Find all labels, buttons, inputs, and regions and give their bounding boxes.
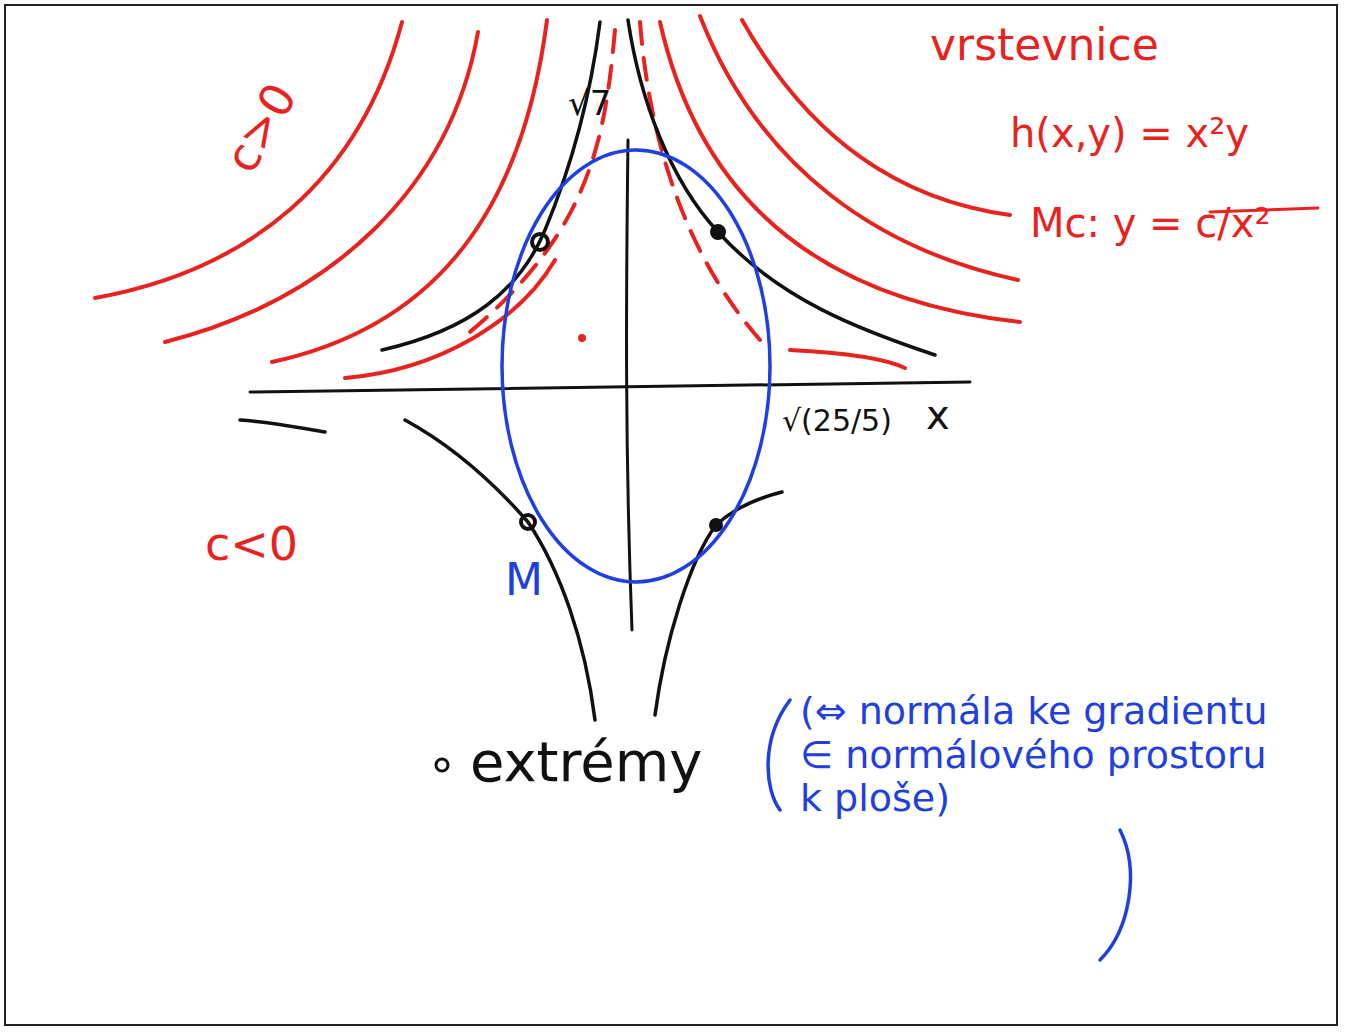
extreme-points — [436, 225, 725, 771]
level-set-formula: Mc: y = c/x² — [1030, 200, 1271, 246]
axis-name: x — [926, 392, 950, 438]
axis-value: √7 — [568, 84, 611, 123]
function-formula: h(x,y) = x²y — [1010, 110, 1249, 156]
axes — [250, 140, 970, 630]
region-label: c>0 — [215, 74, 307, 181]
level-curves — [95, 16, 1020, 378]
heading-note: vrstevnice — [930, 20, 1159, 71]
annotation: (⇔ normála ke gradientu ∈ normálového pr… — [800, 690, 1280, 821]
legend-note: extrémy — [470, 730, 703, 794]
region-label: c<0 — [205, 518, 298, 571]
constraint-ellipse — [502, 150, 770, 582]
set-name: M — [505, 555, 543, 606]
axis-value: √(25/5) — [782, 404, 892, 439]
black-curves — [240, 20, 935, 720]
